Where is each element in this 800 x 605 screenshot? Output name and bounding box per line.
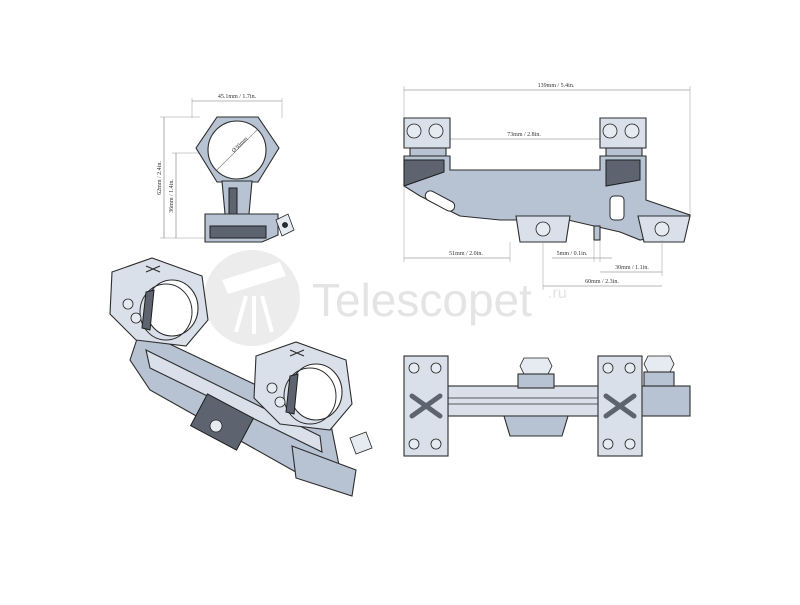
- iso-front-ring-screw-2-icon: [130, 312, 142, 324]
- top-left-x-logo-icon: [409, 393, 443, 419]
- top-rail: [447, 385, 605, 417]
- top-view: [403, 355, 691, 457]
- front-view: 45.1mm / 1.7in. 62mm / 2.4in. 36mm / 1.4…: [157, 94, 295, 243]
- top-right-ring-screw-3-icon: [602, 438, 614, 450]
- iso-front-ring-bore: [145, 279, 199, 337]
- front-center-height-label: 36mm / 1.4in.: [169, 179, 175, 213]
- watermark: Telescopet .ru: [204, 250, 567, 346]
- front-base-dovetail: [209, 225, 267, 239]
- side-lug-label: 5mm / 0.1in.: [557, 251, 588, 257]
- telescope-logo-icon: [204, 250, 300, 346]
- iso-rear-ring-screw-1-icon: [266, 382, 278, 394]
- watermark-suffix: .ru: [548, 285, 567, 302]
- iso-rear-ring-inner: [283, 367, 337, 425]
- side-base-bolt-left-icon: [535, 221, 551, 237]
- iso-rear-ring-split: [285, 373, 299, 415]
- side-view: 139mm / 5.4in. 73mm / 2.8in. 51mm / 2.0i…: [403, 83, 691, 290]
- top-right-ring-screw-4-icon: [624, 438, 636, 450]
- top-left-ring-screw-1-icon: [408, 362, 420, 374]
- side-right-shadow: [605, 159, 641, 187]
- side-right-ring-screw-2-icon: [624, 123, 640, 139]
- top-right-ring-screw-1-icon: [602, 362, 614, 374]
- top-left-ring-screw-3-icon: [408, 438, 420, 450]
- iso-rear-ring-screw-2-icon: [274, 396, 286, 408]
- side-right-ring-split: [605, 147, 643, 157]
- iso-front-x-logo-icon: [145, 265, 161, 273]
- side-left-shadow: [403, 159, 445, 187]
- top-nut-left-icon: [519, 357, 553, 375]
- top-right-ring-screw-2-icon: [624, 362, 636, 374]
- iso-base-bolt-left-icon: [209, 419, 223, 433]
- side-cutout-left: [424, 190, 456, 212]
- front-clamp-nut-icon: [282, 222, 288, 228]
- top-left-ring-screw-2-icon: [430, 362, 442, 374]
- top-left-ring-screw-4-icon: [430, 438, 442, 450]
- isometric-view: [109, 257, 373, 497]
- side-left-ring-screw-1-icon: [406, 123, 422, 139]
- iso-base-left: [189, 393, 255, 451]
- side-left-ring-split: [409, 147, 447, 157]
- side-recoil-lug: [593, 225, 601, 241]
- top-nut-right-icon: [643, 355, 675, 373]
- iso-base-right: [291, 445, 357, 497]
- top-nut-right-body: [643, 371, 675, 387]
- front-width-label: 45.1mm / 1.7in.: [218, 94, 257, 100]
- iso-front-ring-screw-1-icon: [122, 298, 134, 310]
- side-base-bolt-right-icon: [654, 221, 670, 237]
- iso-clamp-nut-icon: [349, 431, 373, 455]
- top-right-x-logo-icon: [603, 393, 637, 419]
- side-offset-label: 51mm / 2.0in.: [449, 251, 483, 257]
- top-rail-right: [639, 385, 691, 417]
- top-nut-left-body: [517, 373, 555, 389]
- top-base-clamp: [503, 415, 569, 437]
- iso-rear-ring-bore: [289, 363, 343, 421]
- iso-front-ring-inner: [139, 283, 193, 341]
- iso-rail-top: [145, 348, 323, 453]
- side-cutout-right: [609, 195, 625, 221]
- side-total-length-label: 139mm / 5.4in.: [538, 83, 575, 89]
- side-left-ring-screw-2-icon: [428, 123, 444, 139]
- front-stem-slot: [228, 187, 238, 215]
- front-total-height-label: 62mm / 2.4in.: [157, 161, 163, 195]
- side-base-label: 60mm / 2.3in.: [585, 279, 619, 285]
- iso-front-ring-split: [141, 289, 155, 331]
- side-ring-spacing-label: 73mm / 2.8in.: [507, 132, 541, 138]
- watermark-text: Telescopet: [312, 274, 532, 326]
- side-clamp-label: 30mm / 1.1in.: [615, 265, 649, 271]
- side-right-ring-screw-1-icon: [602, 123, 618, 139]
- iso-rear-x-logo-icon: [289, 349, 305, 357]
